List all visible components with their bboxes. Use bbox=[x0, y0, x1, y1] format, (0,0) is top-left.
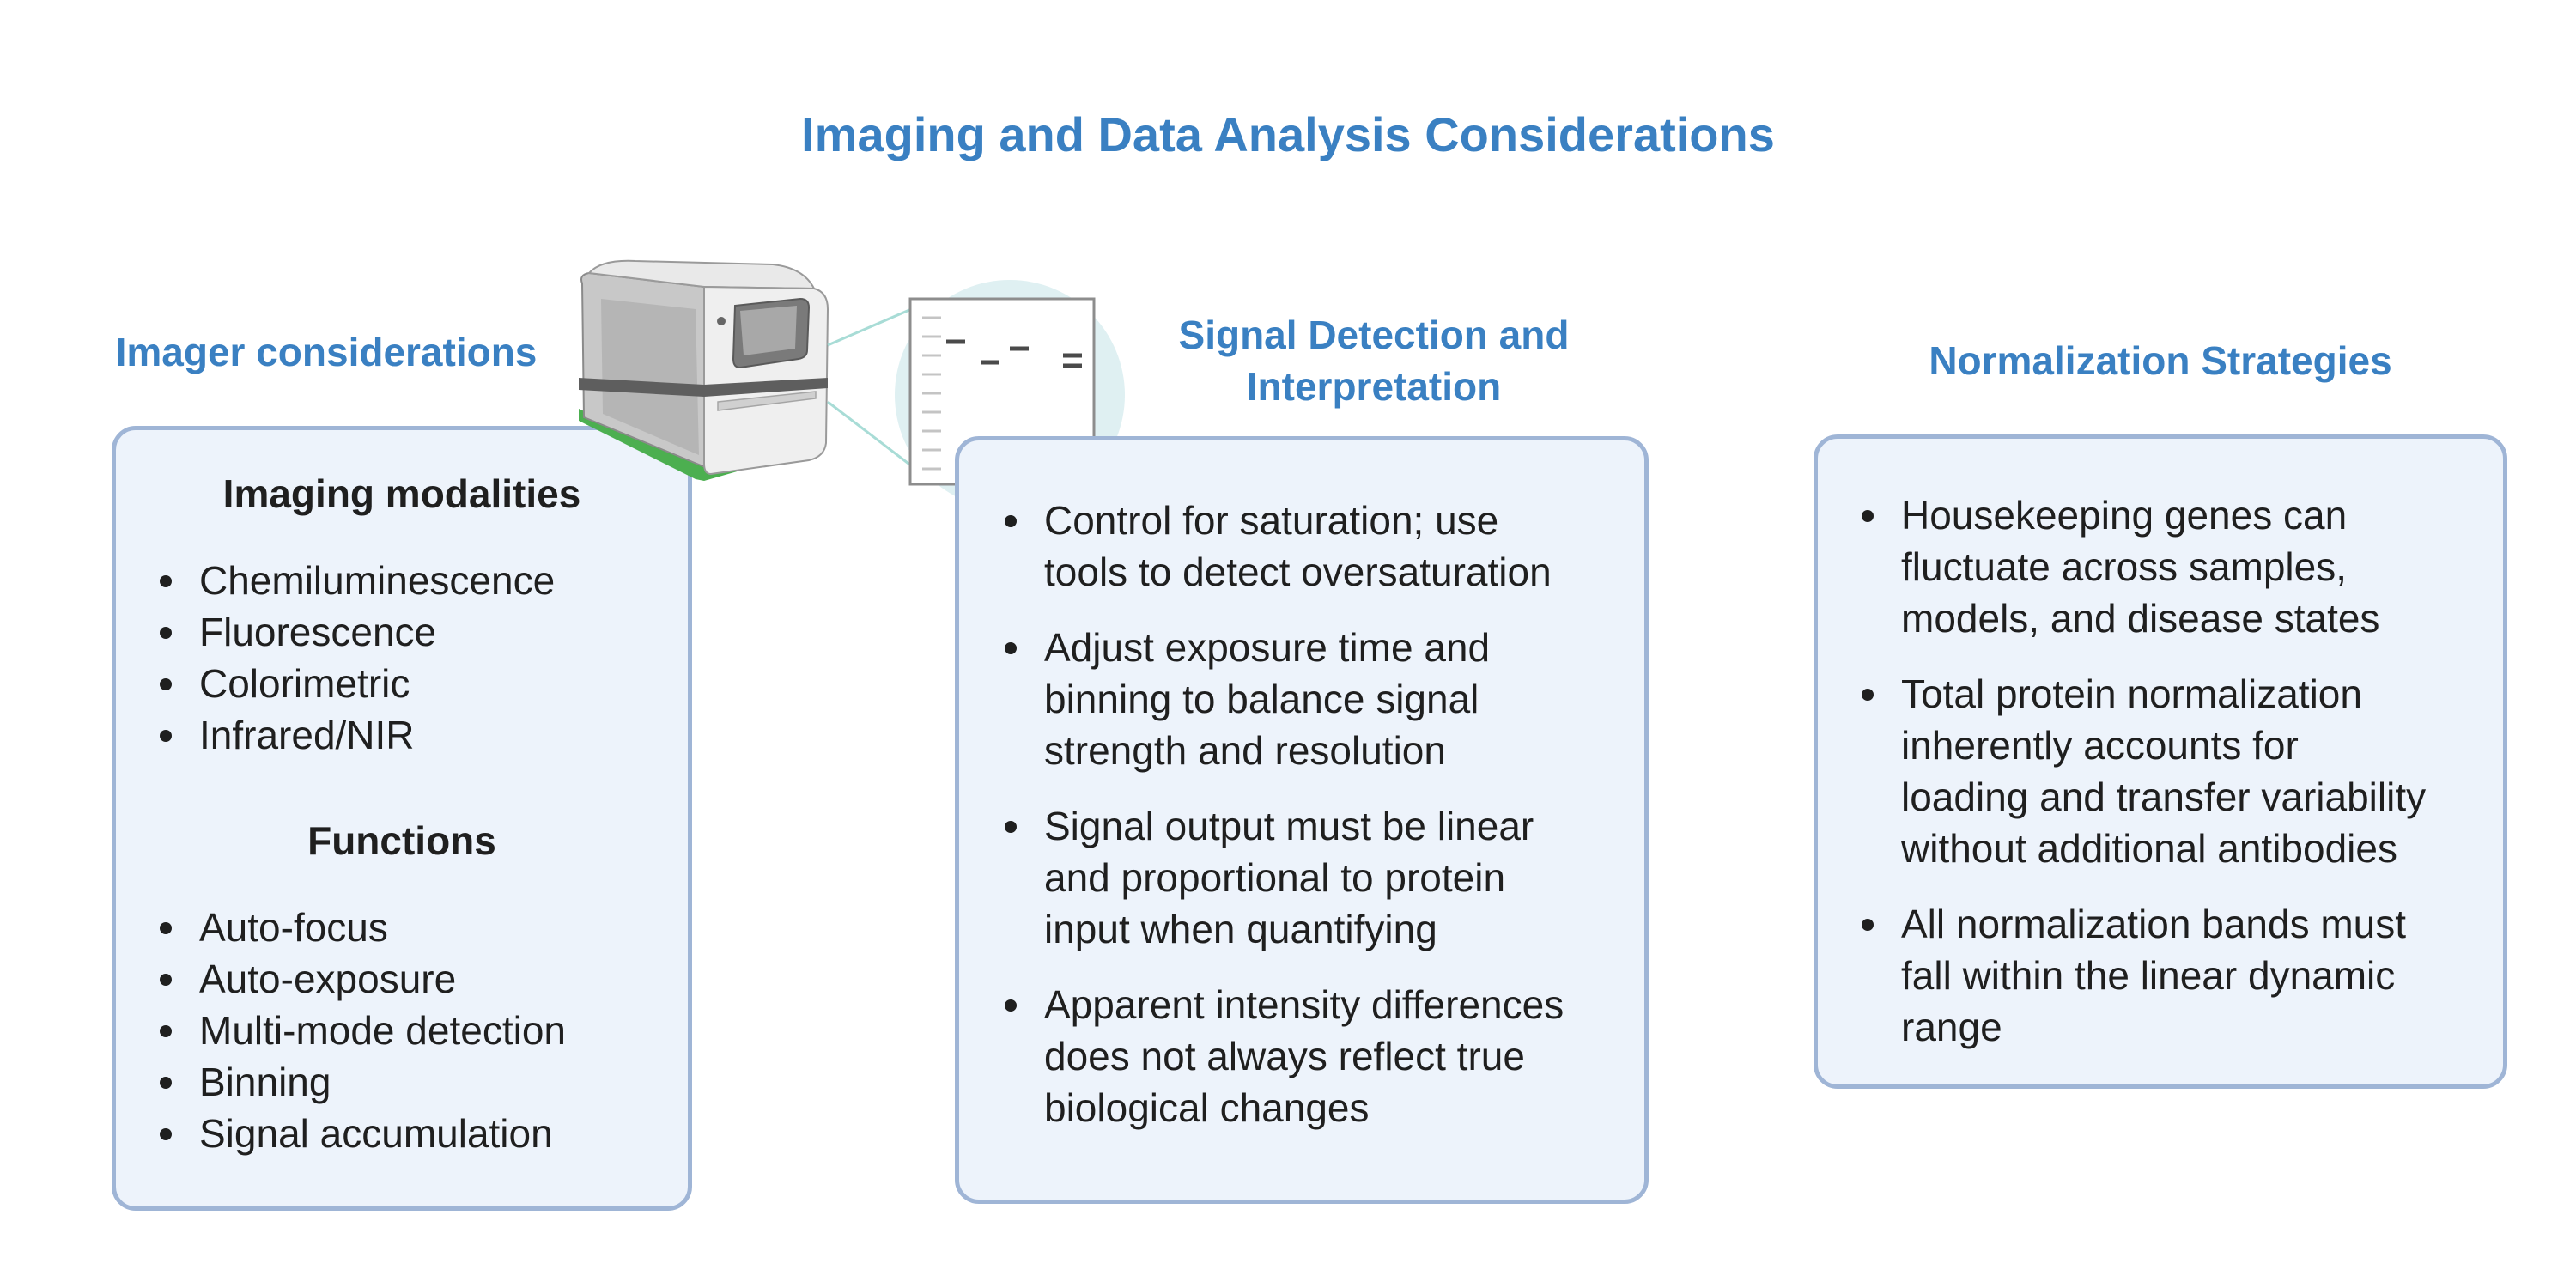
normalization-list: Housekeeping genes can fluctuate across … bbox=[1862, 489, 2502, 1077]
list-item: Auto-exposure bbox=[160, 953, 680, 1005]
list-item: Control for saturation; use tools to det… bbox=[1005, 495, 1645, 598]
list-item: Auto-focus bbox=[160, 902, 680, 953]
functions-title: Functions bbox=[307, 818, 496, 863]
list-item: Binning bbox=[160, 1056, 680, 1108]
signal-list: Control for saturation; use tools to det… bbox=[1005, 495, 1645, 1157]
functions-list: Auto-focus Auto-exposure Multi-mode dete… bbox=[160, 902, 680, 1159]
list-item: Housekeeping genes can fluctuate across … bbox=[1862, 489, 2502, 644]
signal-heading-line2: Interpretation bbox=[1246, 364, 1502, 409]
list-item: Adjust exposure time and binning to bala… bbox=[1005, 622, 1645, 776]
list-item: Chemiluminescence bbox=[160, 555, 680, 606]
imager-panel bbox=[112, 426, 692, 1211]
list-item: Apparent intensity differences does not … bbox=[1005, 979, 1645, 1133]
list-item: Total protein normalization inherently a… bbox=[1862, 668, 2502, 874]
modalities-list: Chemiluminescence Fluorescence Colorimet… bbox=[160, 555, 680, 761]
normalization-panel bbox=[1814, 434, 2507, 1089]
imager-device-icon bbox=[579, 259, 829, 481]
imager-heading: Imager considerations bbox=[115, 330, 538, 374]
signal-panel bbox=[955, 436, 1649, 1204]
list-item: Signal accumulation bbox=[160, 1108, 680, 1159]
list-item: All normalization bands must fall within… bbox=[1862, 898, 2502, 1053]
signal-heading: Signal Detection and Interpretation bbox=[1125, 309, 1623, 412]
list-item: Multi-mode detection bbox=[160, 1005, 680, 1056]
normalization-heading: Normalization Strategies bbox=[1929, 338, 2392, 383]
modalities-title: Imaging modalities bbox=[222, 471, 581, 516]
list-item: Fluorescence bbox=[160, 606, 680, 658]
list-item: Colorimetric bbox=[160, 658, 680, 709]
page-title: Imaging and Data Analysis Considerations bbox=[801, 107, 1775, 161]
connector-lines bbox=[827, 306, 916, 471]
list-item: Signal output must be linear and proport… bbox=[1005, 800, 1645, 955]
list-item: Infrared/NIR bbox=[160, 709, 680, 761]
signal-heading-line1: Signal Detection and bbox=[1178, 313, 1570, 357]
